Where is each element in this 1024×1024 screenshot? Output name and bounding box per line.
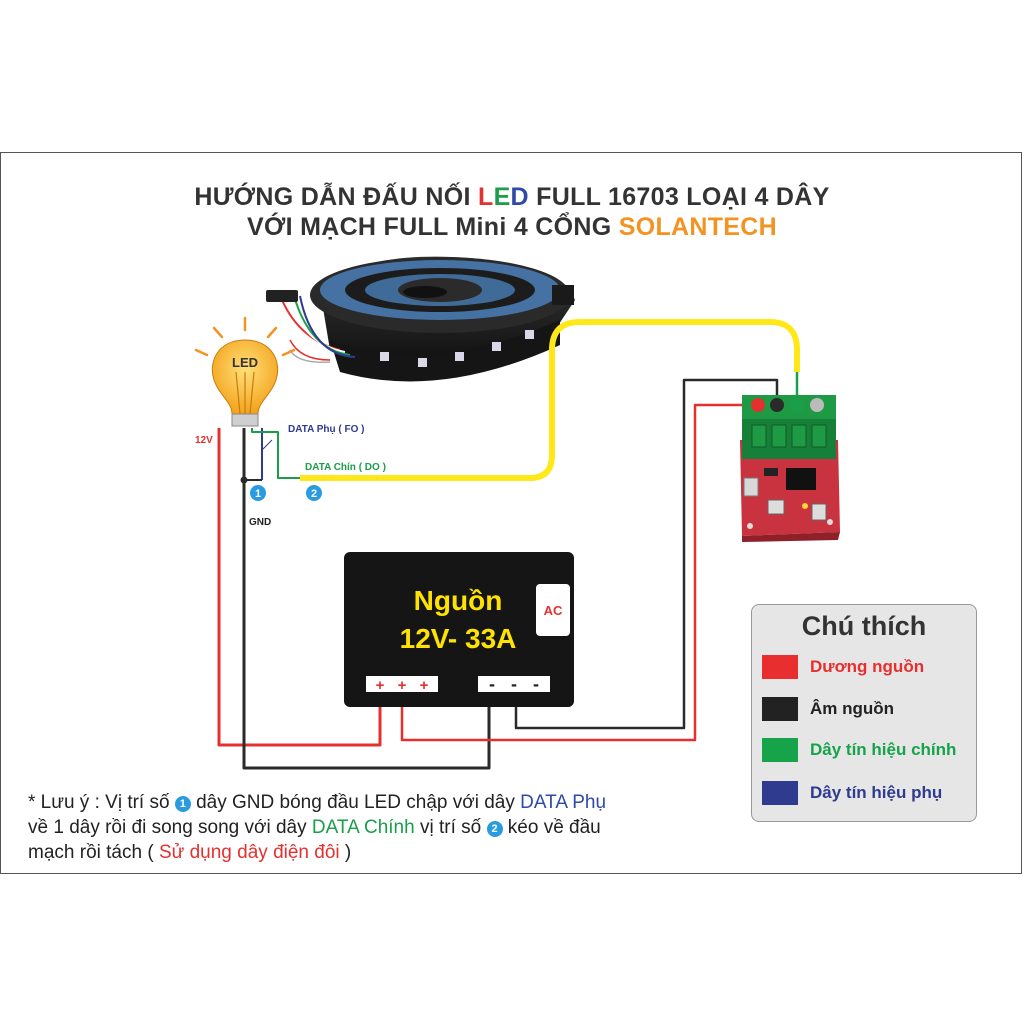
legend-swatch-blue [762,781,798,805]
red-wire-12v [217,428,382,747]
legend-box: Chú thích Dương nguồn Âm nguồn Dây tín h… [751,604,977,822]
note-marker-1: 1 [174,796,191,812]
note-text: * Lưu ý : Vị trí số 1 dây GND bóng đầu L… [28,792,607,863]
svg-text:-: - [511,674,517,694]
psu-label-1: Nguồn [413,585,503,616]
psu-label-2: 12V- 33A [399,623,517,654]
legend-title: Chú thích [801,611,927,641]
power-supply [344,552,574,707]
svg-text:+: + [376,677,385,694]
svg-text:1: 1 [255,488,261,500]
bulb-label: LED [232,355,258,370]
legend-item-main-signal: Dây tín hiệu chính [762,738,956,762]
label-data-chinh: DATA Chín ( DO ) [305,462,386,473]
label-12v: 12V [195,435,213,446]
led-bulb [194,316,296,427]
svg-text:-: - [533,674,539,694]
psu-plus-terminals [366,676,438,692]
legend-swatch-black [762,697,798,721]
svg-text:-: - [489,674,495,694]
led-strip-reel [266,256,575,382]
marker-2 [306,485,322,501]
psu-ac-label: AC [536,584,570,636]
title-line-1: HƯỚNG DẪN ĐẤU NỐI LED FULL 16703 LOẠI 4 … [194,183,830,211]
green-wire-data-chinh [251,428,300,479]
legend-item-sub-signal: Dây tín hiệu phụ [762,781,942,805]
legend-item-negative: Âm nguồn [762,697,894,721]
legend-swatch-red [762,655,798,679]
note-marker-2: 2 [486,821,503,837]
label-gnd: GND [249,517,271,528]
label-data-phu: DATA Phụ ( FO ) [288,424,364,435]
controller-board [740,395,840,542]
legend-swatch-green [762,738,798,762]
legend-item-positive: Dương nguồn [762,655,924,679]
svg-text:+: + [420,677,429,694]
marker-1 [250,485,266,501]
svg-text:2: 2 [311,488,317,500]
title-line-2: VỚI MẠCH FULL Mini 4 CỔNG SOLANTECH [247,213,777,241]
black-wire-gnd [242,428,491,770]
svg-text:+: + [398,677,407,694]
psu-minus-terminals [478,676,550,692]
black-wire-controller [514,378,779,730]
yellow-wire-data [300,319,800,481]
